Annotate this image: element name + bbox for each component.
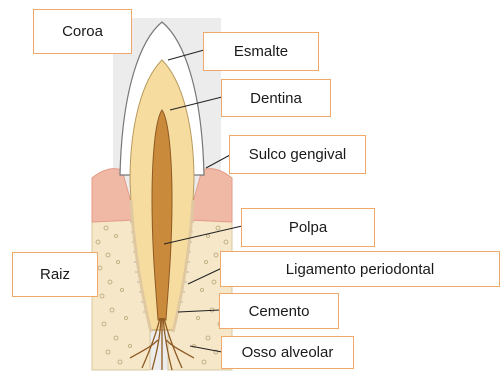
label-polpa: Polpa (241, 208, 375, 247)
label-osso-alveolar: Osso alveolar (221, 336, 354, 369)
label-sulco-gengival: Sulco gengival (229, 135, 366, 174)
label-esmalte: Esmalte (203, 32, 319, 71)
label-raiz: Raiz (12, 252, 98, 297)
label-ligamento-periodontal: Ligamento periodontal (220, 251, 500, 287)
label-dentina: Dentina (221, 79, 331, 117)
label-cemento: Cemento (219, 293, 339, 329)
label-coroa: Coroa (33, 9, 132, 54)
